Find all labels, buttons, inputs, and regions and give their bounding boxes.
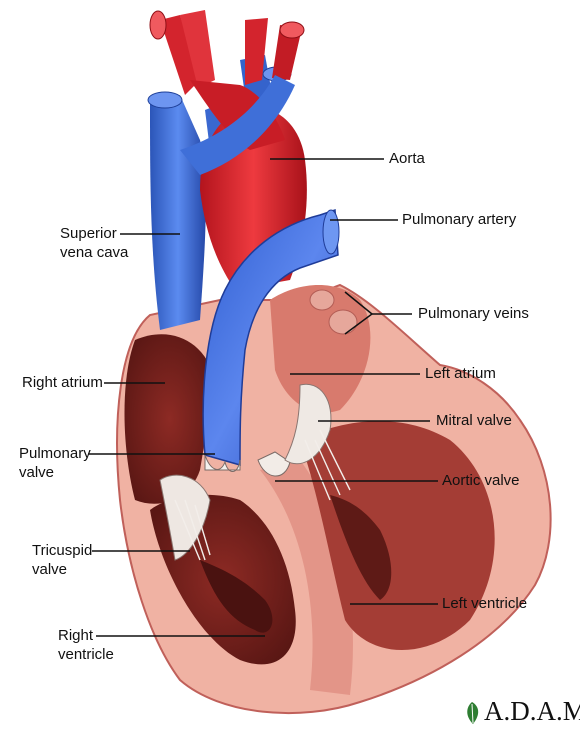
pulmonary-vein-opening xyxy=(329,310,357,334)
label-mitral-valve: Mitral valve xyxy=(436,411,512,430)
label-right-atrium: Right atrium xyxy=(22,373,103,392)
label-pulmonary-veins: Pulmonary veins xyxy=(418,304,529,323)
label-pulmonary-artery: Pulmonary artery xyxy=(402,210,516,229)
label-superior-vena-cava: Superior vena cava xyxy=(60,224,128,262)
label-right-ventricle: Right ventricle xyxy=(58,626,114,664)
label-left-ventricle: Left ventricle xyxy=(442,594,527,613)
label-pulmonary-valve: Pulmonary valve xyxy=(19,444,91,482)
label-tricuspid-valve: Tricuspid valve xyxy=(32,541,92,579)
label-left-atrium: Left atrium xyxy=(425,364,496,383)
pulmonary-vein-opening-2 xyxy=(310,290,334,310)
leaf-icon xyxy=(461,700,483,726)
label-aortic-valve: Aortic valve xyxy=(442,471,520,490)
adam-logo: A.D.A.M. xyxy=(484,696,580,727)
label-aorta: Aorta xyxy=(389,149,425,168)
superior-vena-cava xyxy=(150,95,206,330)
